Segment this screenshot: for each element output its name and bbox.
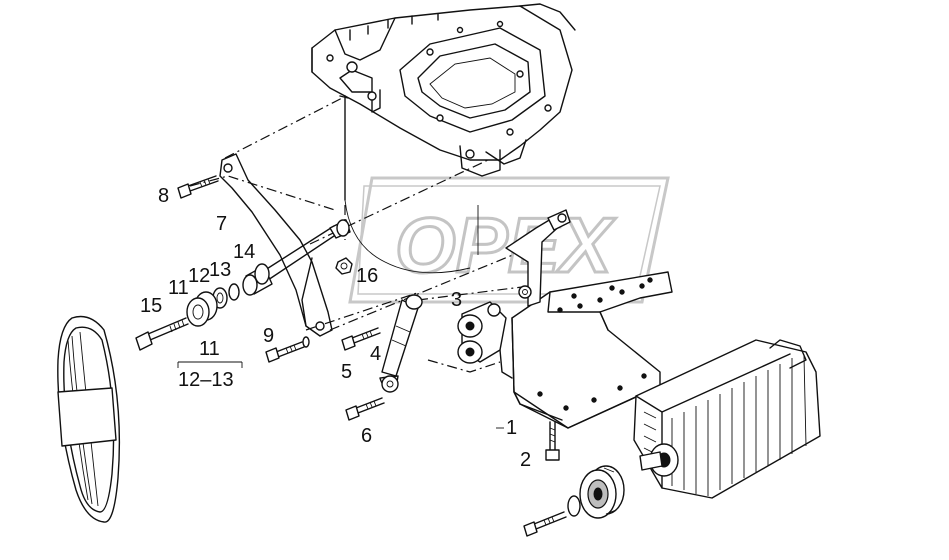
bracket-arm <box>219 153 333 337</box>
nut-16 <box>335 257 353 275</box>
callout-labels: 8 7 14 13 12 11 15 16 3 9 4 5 6 11 12–13… <box>140 185 531 471</box>
callout-13: 13 <box>209 259 231 281</box>
watermark-logo: OPEX <box>348 176 670 304</box>
callout-11: 11 <box>168 277 189 299</box>
drive-belt <box>57 315 121 523</box>
bolt-2 <box>545 421 560 461</box>
bolt-6 <box>345 397 385 421</box>
idler-pulley-11 <box>186 291 218 327</box>
pulley-washer <box>567 495 581 517</box>
bolt-15 <box>135 317 189 351</box>
tensioner-strut-4 <box>379 294 423 393</box>
callout-6: 6 <box>361 425 372 447</box>
callout-7: 7 <box>216 213 227 235</box>
callout-9: 9 <box>263 325 274 347</box>
callout-14: 14 <box>233 241 255 263</box>
tensioner-block-3 <box>457 301 513 379</box>
callout-16: 16 <box>356 265 378 287</box>
assembly-lines <box>189 94 531 373</box>
callout-5: 5 <box>341 361 352 383</box>
watermark-text: OPEX <box>395 201 616 289</box>
callout-3: 3 <box>451 289 462 311</box>
callout-8: 8 <box>158 185 169 207</box>
bolt-9 <box>265 336 310 363</box>
bolt-8 <box>177 175 219 199</box>
callout-12-13: 12–13 <box>178 369 234 391</box>
mounting-bracket-1 <box>505 209 673 429</box>
idler-sleeve-14 <box>242 263 273 296</box>
callout-1: 1 <box>506 417 517 439</box>
compressor-unit <box>633 339 821 499</box>
callout-11-group: 11 <box>199 338 220 360</box>
washer-13 <box>228 283 240 301</box>
pulley-bolt <box>523 511 567 537</box>
engine-block <box>311 3 576 274</box>
drive-pulley <box>579 465 625 519</box>
bolt-5 <box>341 327 381 351</box>
callout-12: 12 <box>188 265 210 287</box>
callout-4: 4 <box>370 343 381 365</box>
callout-2: 2 <box>520 449 531 471</box>
callout-15: 15 <box>140 295 162 317</box>
